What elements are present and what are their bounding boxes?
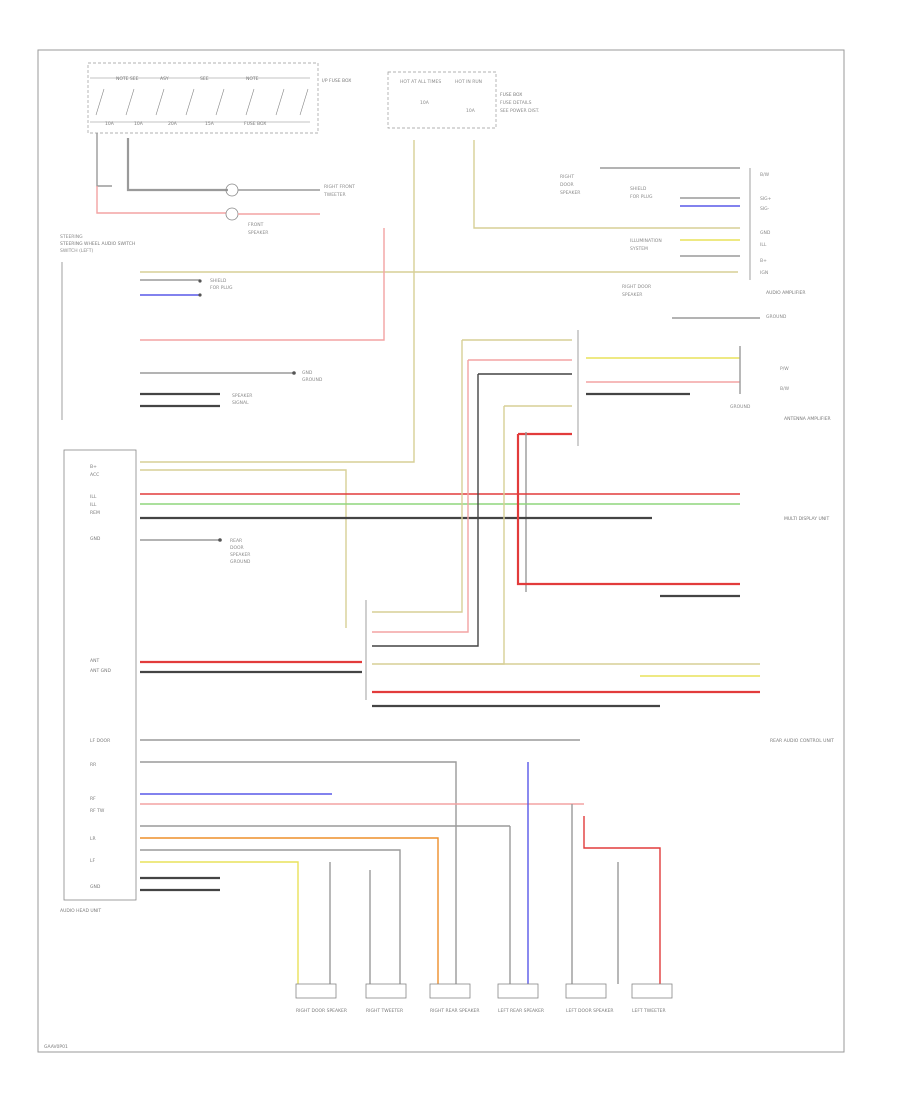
svg-text:GND: GND bbox=[302, 370, 313, 376]
svg-text:10A: 10A bbox=[134, 121, 144, 127]
amplifier-label: AUDIO AMPLIFIER bbox=[766, 290, 806, 296]
svg-text:RF TW: RF TW bbox=[90, 808, 105, 814]
svg-text:FUSE BOX: FUSE BOX bbox=[244, 121, 266, 127]
svg-text:FRONT: FRONT bbox=[248, 222, 264, 228]
svg-text:NOTE: NOTE bbox=[246, 76, 259, 82]
svg-text:IGN: IGN bbox=[760, 270, 768, 276]
diagram-frame bbox=[37, 49, 845, 1053]
svg-text:STEERING: STEERING bbox=[60, 234, 83, 240]
figure-id: GAAV0P01 bbox=[44, 1044, 68, 1050]
svg-text:LR: LR bbox=[90, 836, 96, 842]
svg-text:ASY: ASY bbox=[160, 76, 169, 82]
speaker-group: RIGHT DOOR SPEAKER RIGHT TWEETER RIGHT R… bbox=[295, 983, 673, 1014]
svg-text:GND: GND bbox=[760, 230, 771, 236]
svg-text:GND: GND bbox=[90, 884, 101, 890]
svg-text:REAR: REAR bbox=[230, 538, 242, 544]
svg-text:RIGHT DOOR: RIGHT DOOR bbox=[622, 284, 651, 290]
svg-text:DOOR: DOOR bbox=[230, 545, 244, 551]
steering-switch: STEERING STEERING WHEEL AUDIO SWITCH SWI… bbox=[60, 234, 135, 420]
svg-text:HOT IN RUN: HOT IN RUN bbox=[455, 79, 482, 85]
svg-text:SPEAKER: SPEAKER bbox=[560, 190, 580, 196]
svg-text:SIG-: SIG- bbox=[760, 206, 770, 212]
svg-text:P/W: P/W bbox=[780, 366, 789, 372]
svg-text:REM: REM bbox=[90, 510, 100, 516]
svg-text:SEE POWER DIST.: SEE POWER DIST. bbox=[500, 108, 539, 114]
svg-text:LF: LF bbox=[90, 858, 96, 864]
svg-text:SEE: SEE bbox=[200, 76, 209, 82]
svg-text:TWEETER: TWEETER bbox=[323, 192, 346, 198]
svg-text:B+: B+ bbox=[760, 258, 767, 264]
svg-text:FUSE DETAILS: FUSE DETAILS bbox=[500, 100, 532, 106]
speaker-label-5: LEFT DOOR SPEAKER bbox=[566, 1008, 614, 1014]
svg-text:SPEAKER: SPEAKER bbox=[622, 292, 642, 298]
svg-text:NOTE SEE: NOTE SEE bbox=[116, 76, 139, 82]
svg-text:B/W: B/W bbox=[760, 172, 770, 178]
antenna-label: ANTENNA AMPLIFIER bbox=[784, 416, 831, 422]
rear-amp-label: REAR AUDIO CONTROL UNIT bbox=[770, 738, 834, 744]
head-unit-label: AUDIO HEAD UNIT bbox=[60, 908, 101, 914]
svg-text:SIGNAL: SIGNAL bbox=[232, 400, 249, 406]
relay-box: HOT AT ALL TIMES HOT IN RUN FUSE BOX FUS… bbox=[387, 71, 539, 129]
svg-text:RIGHT: RIGHT bbox=[560, 174, 574, 180]
svg-text:RIGHT FRONT: RIGHT FRONT bbox=[324, 184, 355, 190]
svg-text:LF DOOR: LF DOOR bbox=[90, 738, 110, 744]
svg-text:GROUND: GROUND bbox=[302, 377, 323, 383]
svg-text:ILL: ILL bbox=[760, 242, 767, 248]
svg-text:B/W: B/W bbox=[780, 386, 790, 392]
svg-text:FOR PLUG: FOR PLUG bbox=[210, 285, 233, 291]
svg-text:20A: 20A bbox=[168, 121, 178, 127]
svg-text:ACC: ACC bbox=[90, 472, 99, 478]
svg-text:SIG+: SIG+ bbox=[760, 196, 772, 202]
svg-text:10A: 10A bbox=[420, 100, 430, 106]
svg-text:FOR PLUG: FOR PLUG bbox=[630, 194, 653, 200]
speaker-label-2: RIGHT TWEETER bbox=[366, 1008, 403, 1014]
svg-text:RR: RR bbox=[90, 762, 96, 768]
fuse-box-label: I/P FUSE BOX bbox=[322, 78, 351, 84]
svg-text:SPEAKER: SPEAKER bbox=[230, 552, 250, 558]
svg-text:GROUND: GROUND bbox=[730, 404, 751, 410]
speaker-label-3: RIGHT REAR SPEAKER bbox=[430, 1008, 480, 1014]
speaker-label-1: RIGHT DOOR SPEAKER bbox=[296, 1008, 347, 1014]
svg-text:SWITCH (LEFT): SWITCH (LEFT) bbox=[60, 248, 93, 254]
svg-text:RF: RF bbox=[90, 796, 96, 802]
steering-switch-label: STEERING WHEEL AUDIO SWITCH bbox=[60, 241, 135, 247]
head-unit: AUDIO HEAD UNIT B+ ACC ILL ILL REM GND ANT A… bbox=[60, 449, 137, 914]
svg-text:GROUND: GROUND bbox=[766, 314, 787, 320]
display-label: MULTI DISPLAY UNIT bbox=[784, 516, 829, 522]
svg-text:ANT: ANT bbox=[90, 658, 99, 664]
svg-text:B+: B+ bbox=[90, 464, 97, 470]
svg-text:ANT GND: ANT GND bbox=[90, 668, 111, 674]
relay-box-label: FUSE BOX bbox=[500, 92, 522, 98]
svg-text:10A: 10A bbox=[105, 121, 115, 127]
svg-text:SPEAKER: SPEAKER bbox=[248, 230, 268, 236]
svg-text:DOOR: DOOR bbox=[560, 182, 574, 188]
svg-text:HOT AT ALL TIMES: HOT AT ALL TIMES bbox=[400, 79, 441, 85]
svg-text:SHIELD: SHIELD bbox=[210, 278, 227, 284]
svg-text:GROUND: GROUND bbox=[230, 559, 251, 565]
svg-text:ILL: ILL bbox=[90, 494, 97, 500]
svg-text:10A: 10A bbox=[466, 108, 476, 114]
svg-text:SPEAKER: SPEAKER bbox=[232, 393, 252, 399]
svg-text:15A: 15A bbox=[205, 121, 215, 127]
svg-text:GND: GND bbox=[90, 536, 101, 542]
speaker-label-4: LEFT REAR SPEAKER bbox=[498, 1008, 544, 1014]
speaker-label-6: LEFT TWEETER bbox=[632, 1008, 666, 1014]
amplifier: B/W SIG+ SIG- GND ILL B+ IGN AUDIO AMPLI… bbox=[749, 168, 806, 296]
svg-text:SHIELD: SHIELD bbox=[630, 186, 647, 192]
svg-text:ILLUMINATION: ILLUMINATION bbox=[630, 238, 662, 244]
svg-text:ILL: ILL bbox=[90, 502, 97, 508]
svg-text:SYSTEM: SYSTEM bbox=[630, 246, 648, 252]
